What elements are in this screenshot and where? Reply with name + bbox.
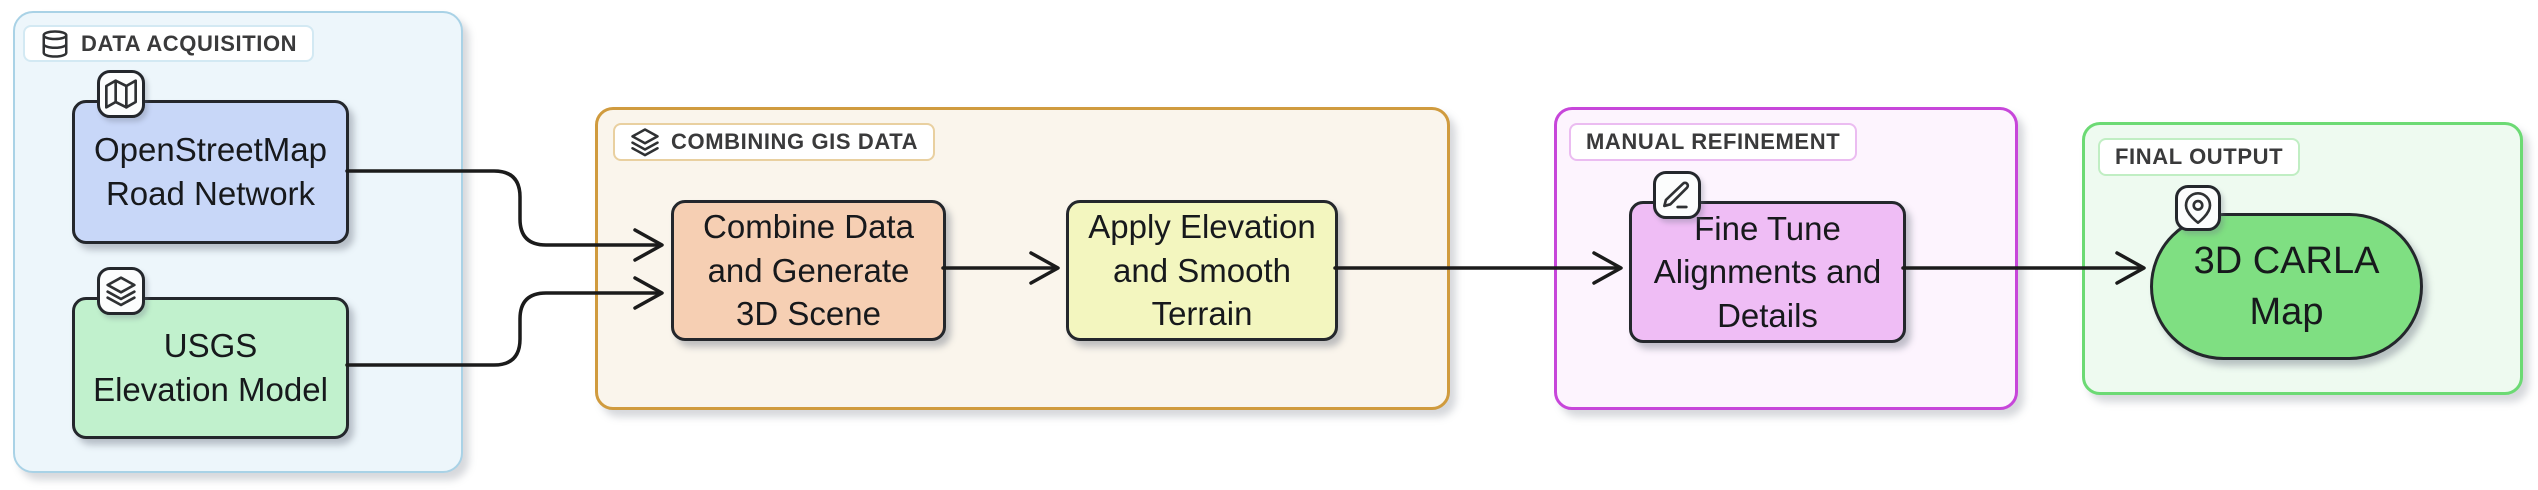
node-openstreetmap-road-network: OpenStreetMap Road Network (72, 100, 349, 244)
database-icon (42, 29, 68, 58)
node-label: OpenStreetMap Road Network (94, 131, 327, 212)
node-label: Fine Tune Alignments and Details (1653, 209, 1882, 334)
node-label: Apply Elevation and Smooth Terrain (1088, 208, 1316, 333)
node-label: USGS Elevation Model (93, 327, 328, 408)
group-label-text: COMBINING GIS DATA (671, 129, 919, 154)
node-label: Combine Data and Generate 3D Scene (703, 208, 914, 333)
layers-icon (631, 128, 659, 157)
group-label-data-acquisition: DATA ACQUISITION (23, 25, 315, 62)
pencil-icon (1653, 171, 1701, 219)
group-label-text: FINAL OUTPUT (2115, 144, 2284, 169)
node-3d-carla-map: 3D CARLA Map (2150, 213, 2423, 360)
group-label-text: MANUAL REFINEMENT (1586, 129, 1841, 154)
node-fine-tune-alignments-details: Fine Tune Alignments and Details (1629, 201, 1906, 343)
group-final-output: FINAL OUTPUT 3D CARLA Map (2082, 122, 2523, 395)
group-label-final-output: FINAL OUTPUT (2098, 138, 2301, 176)
map-icon (97, 70, 145, 118)
node-apply-elevation-smooth-terrain: Apply Elevation and Smooth Terrain (1066, 200, 1338, 341)
node-usgs-elevation-model: USGS Elevation Model (72, 297, 349, 439)
group-label-combining-gis-data: COMBINING GIS DATA (613, 123, 936, 161)
group-data-acquisition: DATA ACQUISITION OpenStreetMap Road Netw… (13, 11, 463, 473)
node-label: 3D CARLA Map (2193, 240, 2380, 333)
group-combining-gis-data: COMBINING GIS DATA Combine Data and Gene… (595, 107, 1450, 410)
group-manual-refinement: MANUAL REFINEMENT Fine Tune Alignments a… (1554, 107, 2018, 410)
layers-icon (97, 267, 145, 315)
group-label-text: DATA ACQUISITION (81, 30, 298, 56)
location-pin-icon (2175, 185, 2221, 231)
group-label-manual-refinement: MANUAL REFINEMENT (1569, 123, 1858, 161)
node-combine-data-generate-3d-scene: Combine Data and Generate 3D Scene (671, 200, 946, 341)
